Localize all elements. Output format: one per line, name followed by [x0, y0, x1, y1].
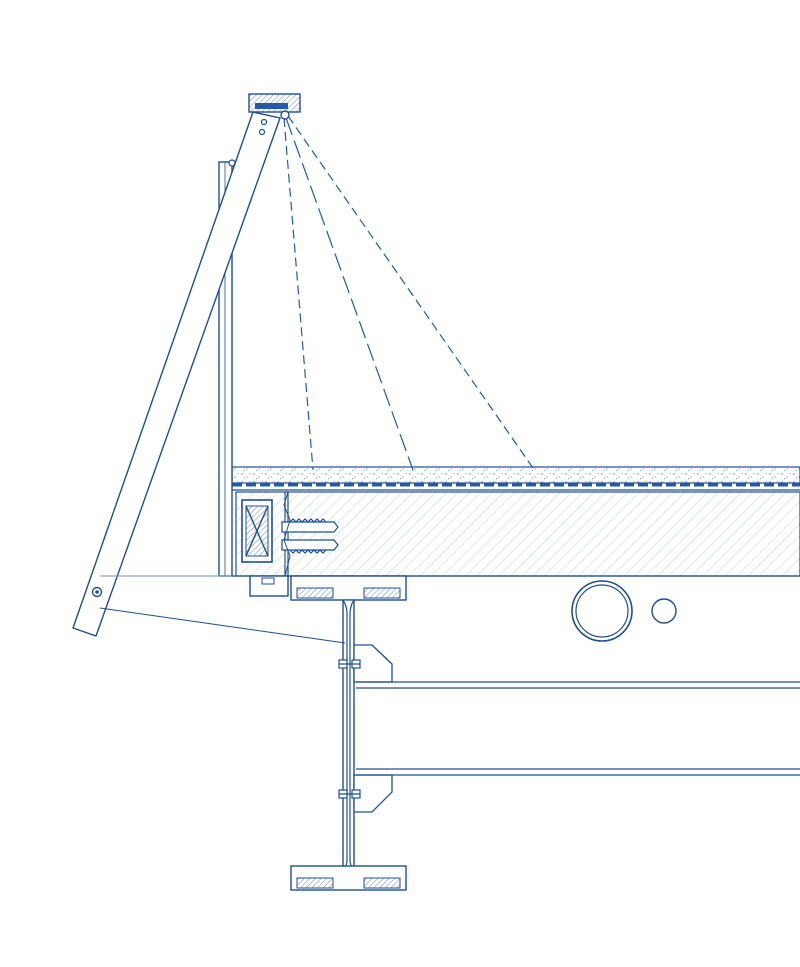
- pipe-circles: [571, 580, 677, 642]
- secondary-beam: [356, 681, 800, 776]
- anchor-bolts: [281, 518, 339, 554]
- handrail-cap: [248, 93, 301, 120]
- large-pipe: [571, 580, 633, 642]
- concrete-slab: [284, 491, 800, 577]
- steel-i-beam: [290, 575, 407, 891]
- connection-plates: [338, 644, 393, 813]
- base-plate: [249, 575, 289, 597]
- roof-assembly: [231, 466, 800, 597]
- sight-lines: [283, 115, 534, 471]
- tie-line-lower: [99, 607, 346, 644]
- small-pipe: [651, 598, 677, 624]
- gravel-layer: [231, 466, 800, 484]
- diagonal-strut: [72, 111, 281, 637]
